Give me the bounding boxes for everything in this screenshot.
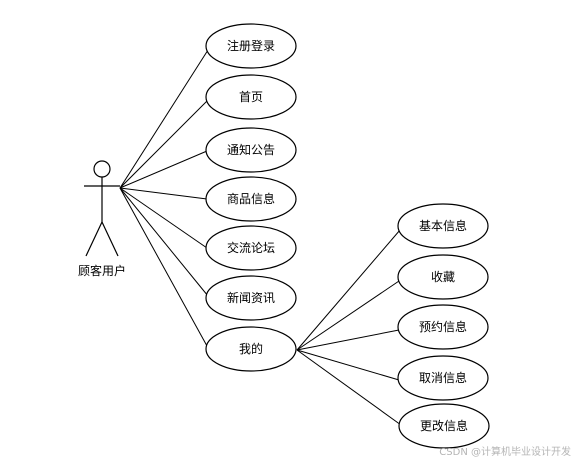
connector-line (296, 349, 402, 426)
actor: 顾客用户 (78, 160, 126, 278)
connector-line (119, 99, 209, 189)
sub-use-case: 基本信息 (397, 203, 489, 249)
connector-line (119, 187, 208, 249)
actor-head (93, 160, 111, 178)
use-case-label: 通知公告 (227, 143, 275, 157)
actor-label: 顾客用户 (78, 263, 126, 278)
connector-line (296, 349, 400, 381)
actor-right-leg (101, 221, 119, 257)
actor-left-leg (85, 221, 103, 257)
use-case-label: 预约信息 (419, 319, 467, 334)
sub-use-case: 预约信息 (397, 304, 489, 350)
use-case-label: 首页 (239, 90, 263, 104)
use-case-label: 收藏 (431, 270, 455, 284)
use-case: 交流论坛 (205, 225, 297, 271)
watermark-text: CSDN @计算机毕业设计开发 (439, 445, 571, 458)
connector-line (119, 187, 208, 200)
connector-line (119, 187, 208, 347)
use-case-ellipse (397, 355, 489, 401)
sub-use-case: 更改信息 (398, 403, 490, 449)
sub-connections (296, 229, 402, 426)
connector-line (296, 280, 400, 351)
use-case: 新闻资讯 (205, 275, 297, 321)
use-case-ellipse (205, 176, 297, 222)
connector-line (119, 187, 209, 297)
use-case: 通知公告 (205, 127, 297, 173)
connector-line (119, 150, 208, 189)
use-case-ellipse (205, 74, 297, 120)
use-case-ellipse (205, 23, 297, 69)
use-case-ellipse (205, 127, 297, 173)
use-case-label: 注册登录 (227, 38, 275, 53)
use-case: 首页 (205, 74, 297, 120)
use-case: 注册登录 (205, 23, 297, 69)
connector-line (296, 329, 400, 351)
use-case-label: 新闻资讯 (227, 290, 275, 305)
sub-use-case: 取消信息 (397, 355, 489, 401)
use-case: 商品信息 (205, 176, 297, 222)
use-case-ellipse (398, 403, 490, 449)
connector-line (296, 229, 401, 351)
use-case-ellipse (397, 203, 489, 249)
use-case-label: 更改信息 (420, 418, 468, 433)
use-case-ellipse (205, 326, 297, 372)
use-case-ellipse (397, 254, 489, 300)
use-case-label: 交流论坛 (227, 240, 275, 255)
sub-use-case: 收藏 (397, 254, 489, 300)
connector-line (119, 49, 209, 189)
use-case-label: 商品信息 (227, 191, 275, 206)
use-case: 我的 (205, 326, 297, 372)
use-case-ellipse (205, 225, 297, 271)
actor-connections (119, 49, 209, 347)
use-case-label: 我的 (239, 341, 263, 356)
use-case-ellipse (205, 275, 297, 321)
use-case-label: 基本信息 (419, 218, 467, 233)
use-case-label: 取消信息 (419, 370, 467, 385)
use-case-ellipse (397, 304, 489, 350)
